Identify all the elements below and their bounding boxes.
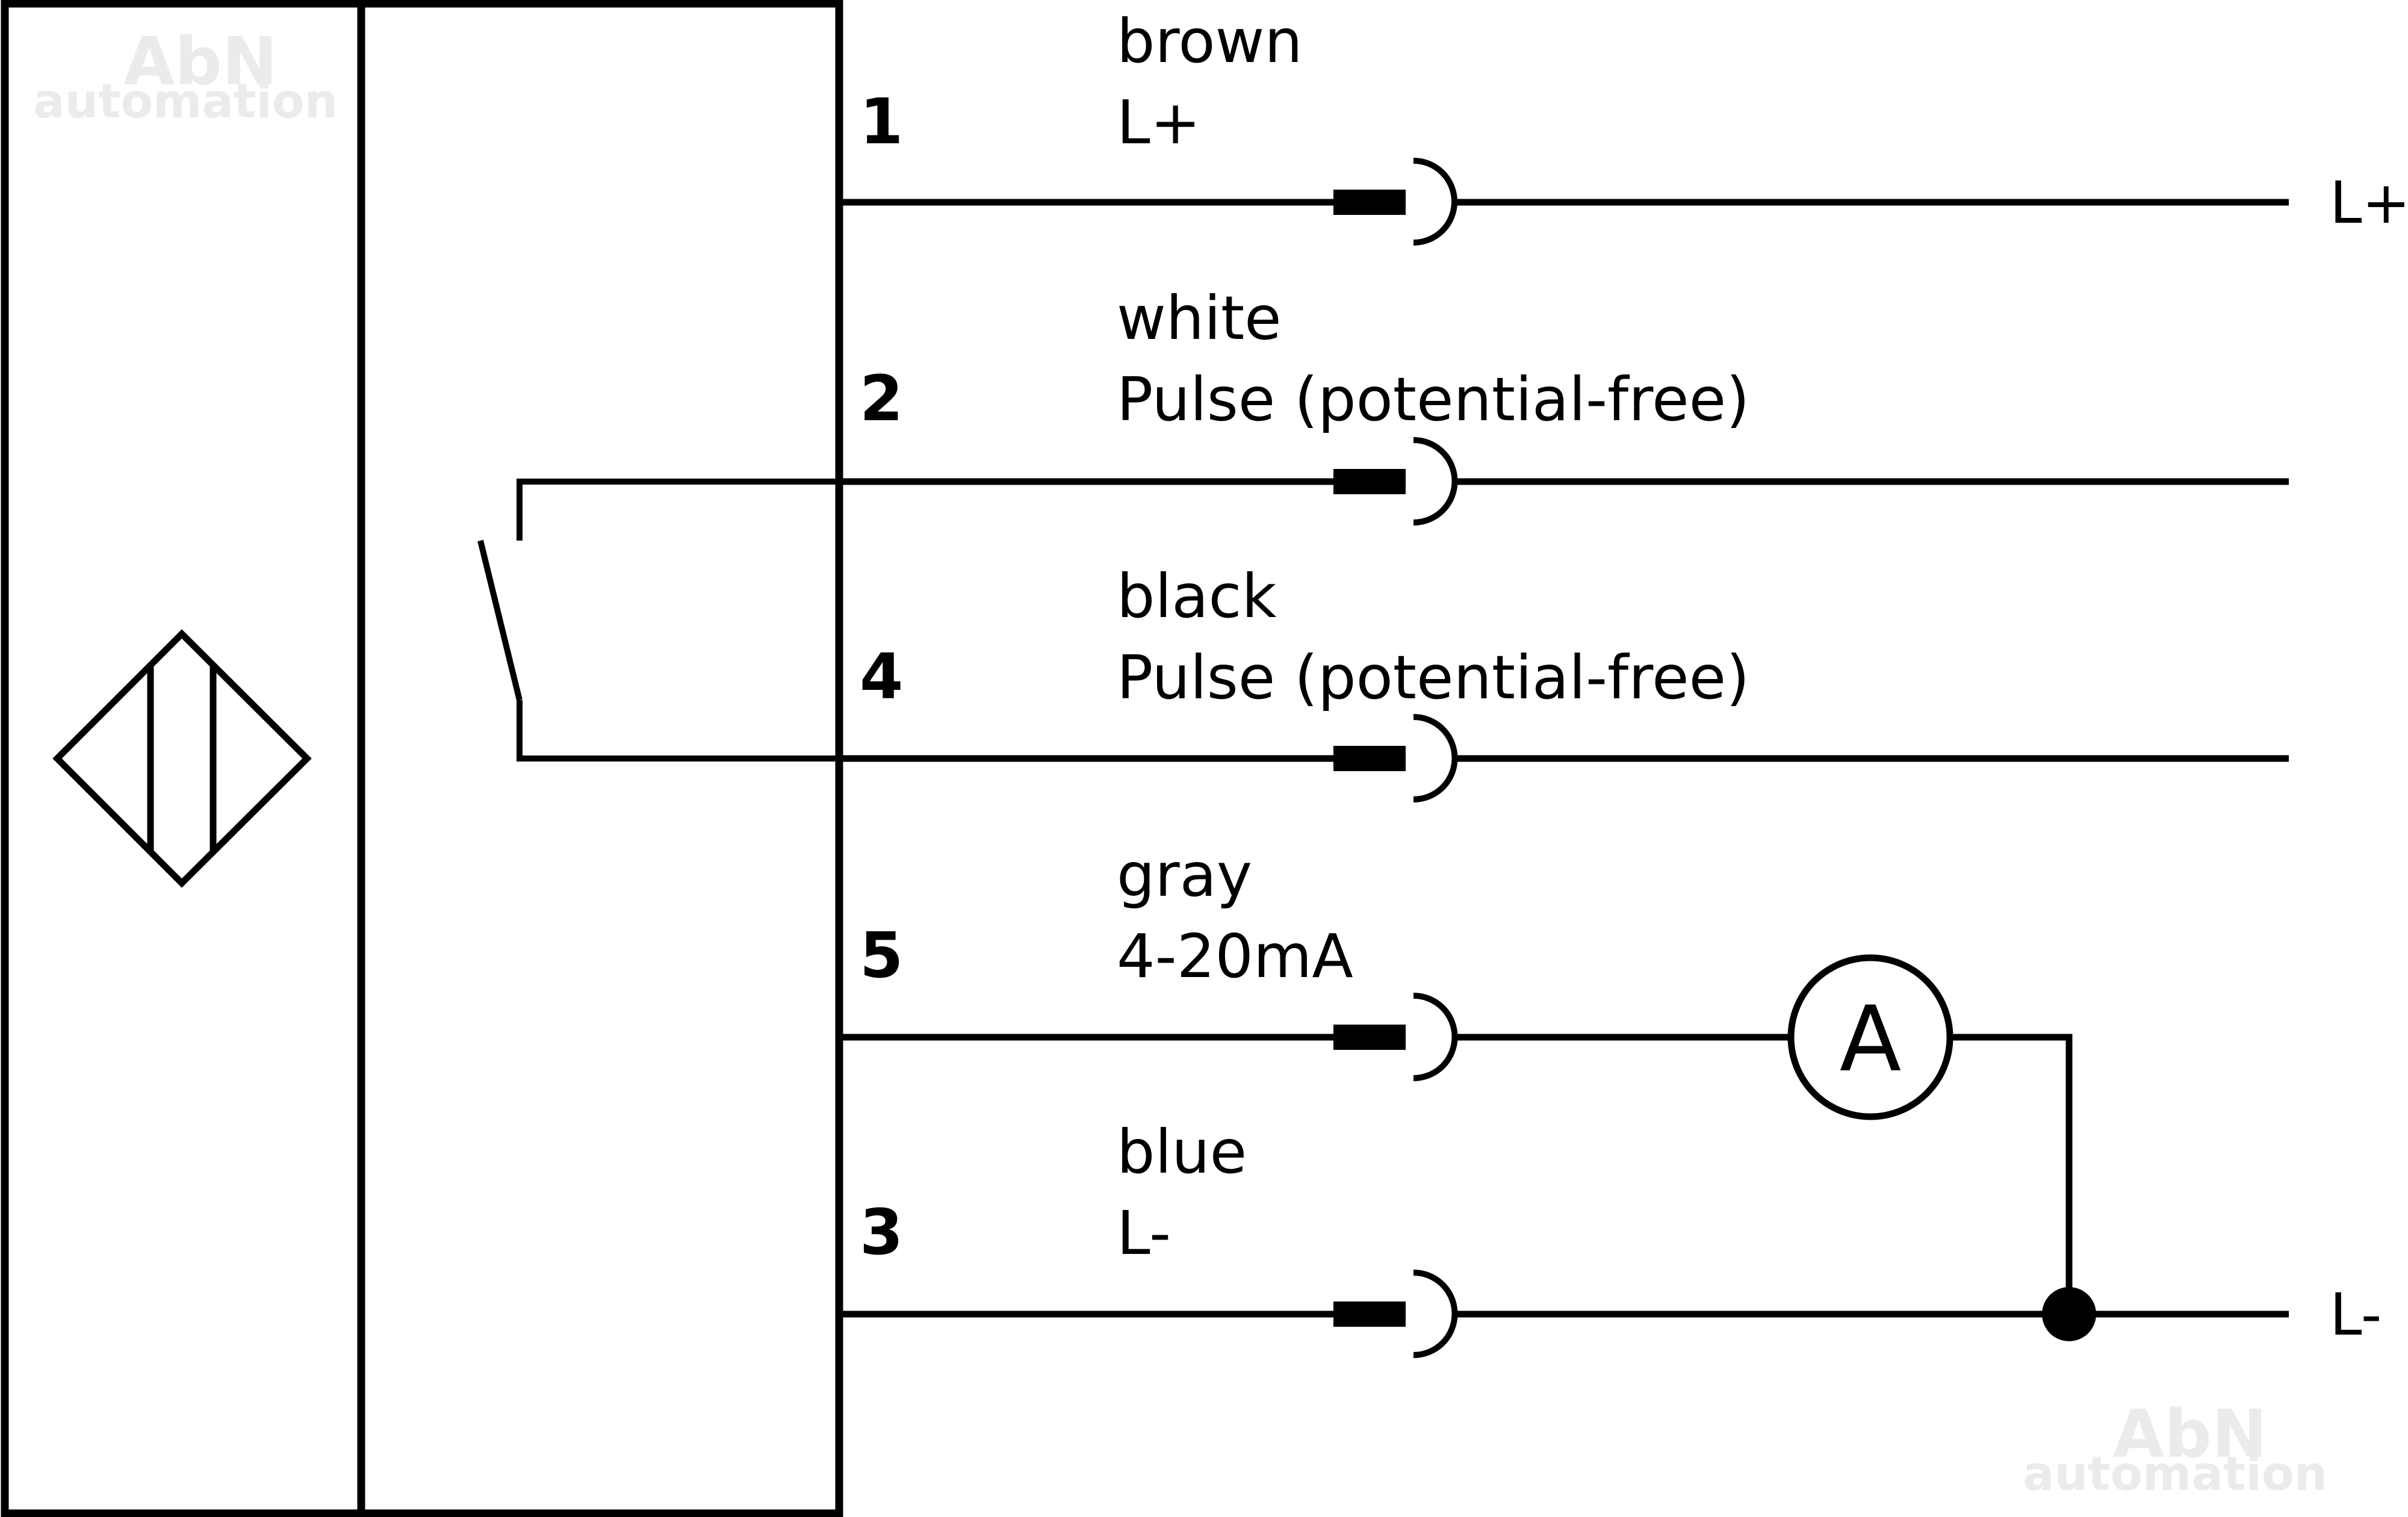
watermark-brand: AbN <box>2113 1395 2267 1472</box>
pin-number: 5 <box>860 919 903 992</box>
watermark-sub: automation <box>2023 1447 2327 1501</box>
wire-color-labels: brown white black gray blue <box>1117 6 1303 1187</box>
external-wires <box>1454 199 2289 1318</box>
wire-function-label: L+ <box>1117 87 1201 158</box>
pin-numbers: 1 2 4 5 3 <box>860 85 903 1269</box>
pin-number: 4 <box>860 640 903 713</box>
wire-color-label: black <box>1117 561 1277 631</box>
wire-function-label: Pulse (potential-free) <box>1117 642 1749 713</box>
wire-color-label: blue <box>1117 1117 1247 1187</box>
connector-icon-pin-1 <box>1333 158 1457 246</box>
watermark-top-left: AbN automation <box>33 23 338 129</box>
pin-number: 3 <box>860 1196 903 1269</box>
wire-color-label: gray <box>1117 840 1252 910</box>
ammeter-icon <box>1787 954 1953 1120</box>
wire-function-label: 4-20mA <box>1117 921 1353 991</box>
wire-function-label: L- <box>1117 1198 1171 1268</box>
connector-icon-pin-4 <box>1333 714 1458 802</box>
connector-icon-pin-2 <box>1333 437 1458 526</box>
wire-color-label: brown <box>1117 6 1303 76</box>
connector-icon-pin-5 <box>1333 993 1458 1081</box>
wire-function-label: Pulse (potential-free) <box>1117 364 1749 435</box>
terminal-negative-label: L- <box>2330 1281 2382 1348</box>
watermark-brand: AbN <box>123 23 278 100</box>
wire-lines <box>839 199 1336 1318</box>
junction-dot-icon <box>2042 1287 2096 1341</box>
watermark-bottom-right: AbN automation <box>2023 1395 2327 1501</box>
wire-color-label: white <box>1117 283 1282 353</box>
pin-number: 1 <box>860 85 903 158</box>
watermark-sub: automation <box>33 75 338 129</box>
connector-icons <box>1333 158 1458 1358</box>
ammeter-symbol: A <box>1840 987 1902 1092</box>
wire-function-labels: L+ Pulse (potential-free) Pulse (potenti… <box>1117 87 1749 1268</box>
connector-icon-pin-3 <box>1333 1270 1458 1358</box>
switch-contact-icon <box>477 479 839 762</box>
ammeter: A <box>1787 954 1953 1120</box>
inductive-sensor-icon <box>52 629 312 888</box>
pin-number: 2 <box>860 362 903 435</box>
terminal-positive-label: L+ <box>2330 169 2408 237</box>
